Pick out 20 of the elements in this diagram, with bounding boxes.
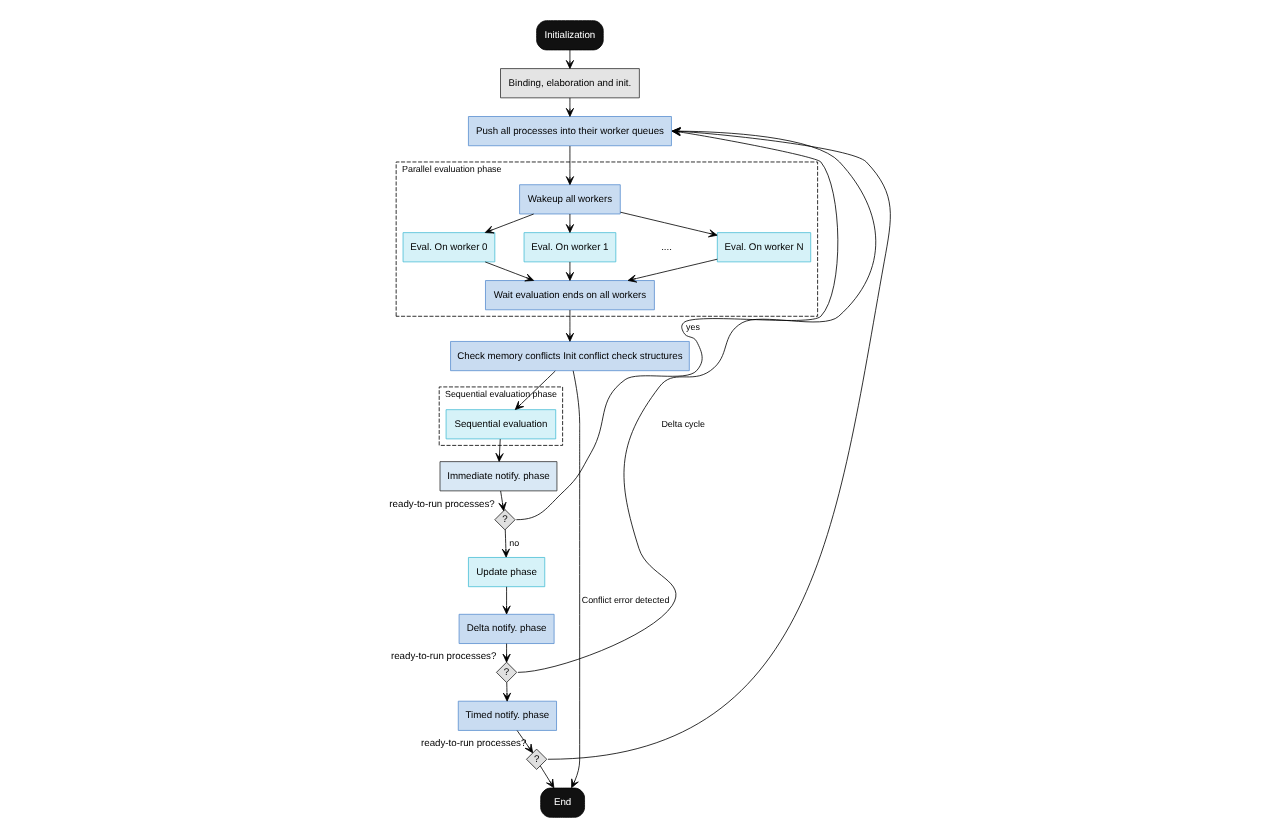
arrow <box>502 643 511 663</box>
arrow <box>565 49 574 69</box>
arrow <box>565 145 574 186</box>
arrow <box>501 529 510 558</box>
arrow <box>502 682 512 702</box>
arrow <box>539 765 555 789</box>
arrow <box>627 258 718 283</box>
arrow <box>495 438 504 462</box>
arrow <box>620 211 718 238</box>
arrow <box>516 730 534 754</box>
arrow <box>565 309 574 342</box>
arrow <box>484 261 535 282</box>
arrow <box>484 213 535 234</box>
arrow <box>514 370 556 410</box>
arrow <box>498 490 507 512</box>
arrow <box>571 370 581 789</box>
arrow <box>565 261 574 281</box>
arrow <box>502 586 511 615</box>
arrow <box>565 213 574 233</box>
arrow <box>565 97 574 117</box>
